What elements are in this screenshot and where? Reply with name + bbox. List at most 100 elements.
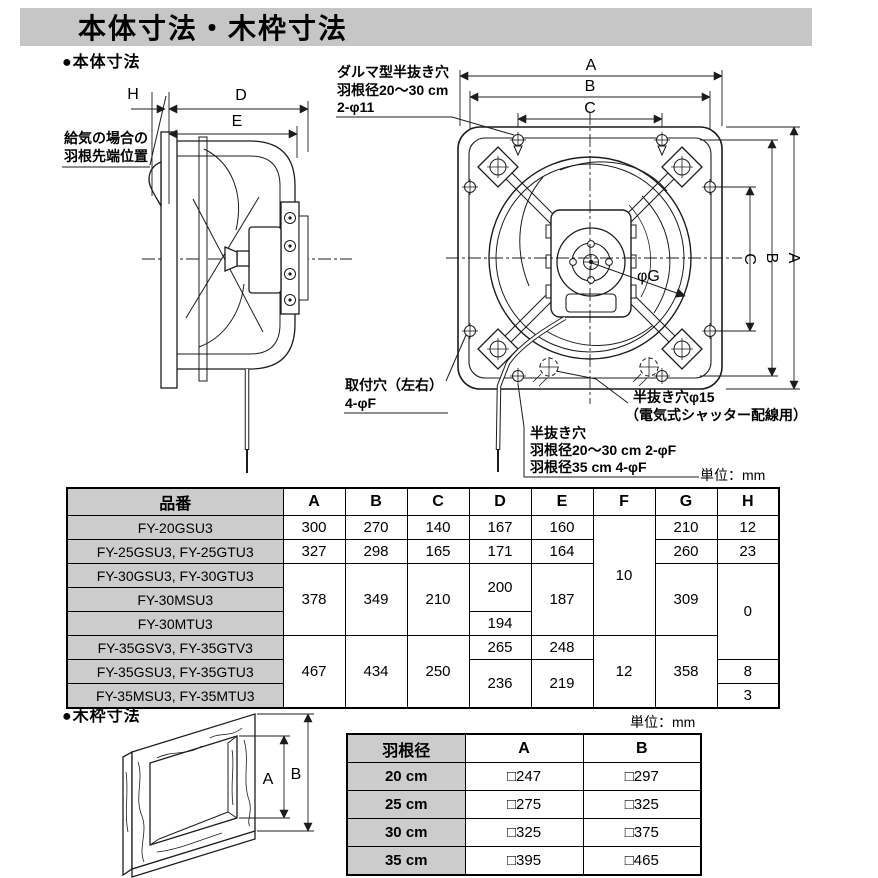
table-row: 20 cm □247 □297 bbox=[346, 762, 702, 791]
motor-box bbox=[545, 209, 637, 318]
value-cell: 250 bbox=[406, 635, 470, 709]
mount-plate-screws bbox=[284, 212, 296, 306]
col-header-b: B bbox=[582, 733, 702, 763]
value-cell: 270 bbox=[344, 515, 408, 540]
value-cell: 210 bbox=[406, 563, 470, 636]
darma-hole-note: ダルマ型半抜き穴 羽根径20〜30 cm 2-φ11 bbox=[336, 64, 515, 136]
value-cell: 10 bbox=[592, 515, 656, 636]
knockout-line2: 羽根径20〜30 cm 2-φF bbox=[530, 442, 677, 458]
value-cell: 164 bbox=[530, 539, 594, 564]
supply-air-note: 給気の場合の 羽根先端位置 bbox=[62, 95, 167, 168]
model-cell: FY-30MTU3 bbox=[66, 611, 284, 636]
size-cell: 25 cm bbox=[346, 790, 466, 819]
wood-frame-heading: ●木枠寸法 bbox=[62, 708, 141, 725]
value-cell: 187 bbox=[530, 563, 594, 636]
blade-tip-profile bbox=[148, 161, 162, 207]
value-cell: 260 bbox=[654, 539, 718, 564]
col-header-f: F bbox=[592, 487, 656, 516]
side-view-dimensions: H D E bbox=[127, 86, 309, 204]
size-cell: 30 cm bbox=[346, 818, 466, 847]
value-cell: □325 bbox=[582, 790, 702, 819]
value-cell: □297 bbox=[582, 762, 702, 791]
front-view-drawing: A B C bbox=[336, 59, 807, 478]
knockout15-note: 半抜き穴φ15 （電気式シャッター配線用） bbox=[555, 370, 807, 423]
table-row: 35 cm □395 □465 bbox=[346, 846, 702, 876]
darma-note-line1: ダルマ型半抜き穴 bbox=[337, 64, 449, 80]
table-row: FY-20GSU3 300 270 140 167 160 10 210 12 bbox=[66, 515, 780, 636]
value-cell: 309 bbox=[654, 563, 718, 636]
darma-note-line3: 2-φ11 bbox=[337, 99, 374, 115]
page-title: 本体寸法・木枠寸法 bbox=[78, 13, 349, 44]
body-dimension-diagram: H D E 給気の場合の 羽根先端位置 A B C bbox=[62, 59, 807, 478]
body-dimensions-heading: ●本体寸法 bbox=[62, 54, 141, 71]
value-cell: 467 bbox=[282, 635, 346, 709]
unit-label-wood: 単位：mm bbox=[630, 714, 696, 730]
wood-frame-diagram: A B bbox=[122, 713, 314, 878]
col-header-blade-dia: 羽根径 bbox=[346, 733, 466, 763]
value-cell: 140 bbox=[406, 515, 470, 540]
model-cell: FY-30GSU3, FY-30GTU3 bbox=[66, 563, 284, 588]
knockout-line3: 羽根径35 cm 4-φF bbox=[530, 459, 647, 475]
value-cell: 358 bbox=[654, 635, 718, 709]
darma-hole-left bbox=[513, 145, 523, 157]
knockout-note: 半抜き穴 羽根径20〜30 cm 2-φF 羽根径35 cm 4-φF bbox=[517, 383, 699, 478]
dim-label-c-top: C bbox=[584, 100, 596, 117]
value-cell: 8 bbox=[716, 659, 780, 684]
darma-note-line2: 羽根径20〜30 cm bbox=[337, 82, 448, 98]
wood-frame-drawing: A B bbox=[122, 713, 314, 878]
table-row: FY-35GSV3, FY-35GTV3 467 434 250 265 248… bbox=[66, 635, 779, 709]
wood-grain bbox=[125, 727, 251, 863]
dim-label-a-top: A bbox=[586, 59, 597, 74]
rating-label-plate bbox=[565, 293, 617, 313]
mount-note-line1: 取付穴（左右） bbox=[345, 377, 443, 393]
corner-screw-plates bbox=[477, 146, 703, 370]
value-cell: 236 bbox=[468, 659, 532, 709]
dim-label-wood-a: A bbox=[263, 771, 274, 788]
table-row: 25 cm □275 □325 bbox=[346, 790, 702, 819]
col-header-d: D bbox=[468, 487, 532, 516]
value-cell: 200 bbox=[468, 563, 532, 612]
knockout15-line1: 半抜き穴φ15 bbox=[633, 389, 715, 405]
wood-frame-dimensions: A B bbox=[239, 713, 314, 832]
value-cell: □275 bbox=[464, 790, 584, 819]
mount-hole-note: 取付穴（左右） 4-φF bbox=[344, 334, 467, 414]
model-cell: FY-20GSU3 bbox=[66, 515, 284, 540]
col-header-a: A bbox=[464, 733, 584, 763]
table-header-row: 品番 A B C D E F G H bbox=[66, 487, 780, 516]
dim-label-d: D bbox=[235, 87, 247, 104]
dim-label-b-top: B bbox=[585, 78, 596, 95]
value-cell: □375 bbox=[582, 818, 702, 847]
model-cell: FY-35GSU3, FY-35GTU3 bbox=[66, 659, 284, 684]
table-row: FY-30MSU3 bbox=[66, 587, 779, 612]
model-cell: FY-25GSU3, FY-25GTU3 bbox=[66, 539, 284, 564]
value-cell: 434 bbox=[344, 635, 408, 709]
table-row: FY-30GSU3, FY-30GTU3 378 349 210 200 187… bbox=[66, 563, 780, 660]
value-cell: □395 bbox=[464, 846, 584, 876]
value-cell: 265 bbox=[468, 635, 532, 660]
unit-label-body: 単位：mm bbox=[700, 467, 766, 483]
fan-blades bbox=[519, 161, 671, 346]
dim-label-wood-b: B bbox=[291, 766, 302, 783]
value-cell: 300 bbox=[282, 515, 346, 540]
knockout-holes bbox=[532, 357, 659, 387]
value-cell: 167 bbox=[468, 515, 532, 540]
value-cell: 3 bbox=[716, 683, 780, 709]
table-row: FY-35GSU3, FY-35GTU3 236 219 8 bbox=[66, 659, 780, 709]
value-cell: 327 bbox=[282, 539, 346, 564]
model-cell: FY-35MSU3, FY-35MTU3 bbox=[66, 683, 284, 709]
dim-label-b-right: B bbox=[763, 253, 780, 264]
power-cord-front bbox=[495, 316, 567, 472]
value-cell: 219 bbox=[530, 659, 594, 709]
dim-label-c-right: C bbox=[741, 253, 758, 265]
value-cell: 12 bbox=[716, 515, 780, 540]
value-cell: 194 bbox=[468, 611, 532, 636]
table-row: 30 cm □325 □375 bbox=[346, 818, 702, 847]
value-cell: □465 bbox=[582, 846, 702, 876]
table-row: FY-35MSU3, FY-35MTU3 3 bbox=[66, 683, 780, 709]
supply-note-line1: 給気の場合の bbox=[64, 130, 148, 146]
phi-g-dimension: φG bbox=[591, 262, 686, 298]
value-cell: 298 bbox=[344, 539, 408, 564]
col-header-a: A bbox=[282, 487, 346, 516]
model-cell: FY-30MSU3 bbox=[66, 587, 284, 612]
edge-mounting-holes bbox=[462, 132, 718, 384]
